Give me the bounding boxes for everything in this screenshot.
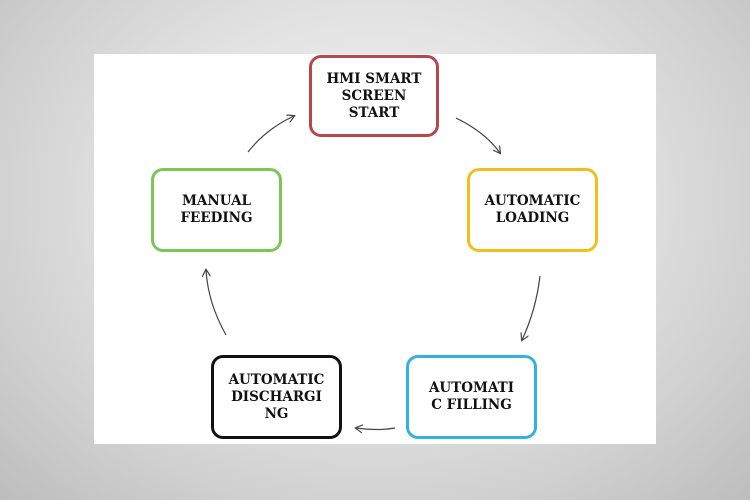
node-label: AUTOMATIC LOADING: [484, 193, 581, 226]
node-label: AUTOMATI C FILLING: [428, 380, 515, 413]
node-label: AUTOMATIC DISCHARGI NG: [228, 371, 325, 422]
node-hmi-smart-screen-start: HMI SMART SCREEN START: [309, 55, 439, 137]
node-automatic-filling: AUTOMATI C FILLING: [406, 355, 537, 439]
node-automatic-discharging: AUTOMATIC DISCHARGI NG: [211, 355, 342, 439]
node-manual-feeding: MANUAL FEEDING: [151, 168, 282, 252]
node-automatic-loading: AUTOMATIC LOADING: [467, 168, 598, 252]
node-label: MANUAL FEEDING: [180, 193, 253, 226]
node-label: HMI SMART SCREEN START: [326, 70, 422, 121]
